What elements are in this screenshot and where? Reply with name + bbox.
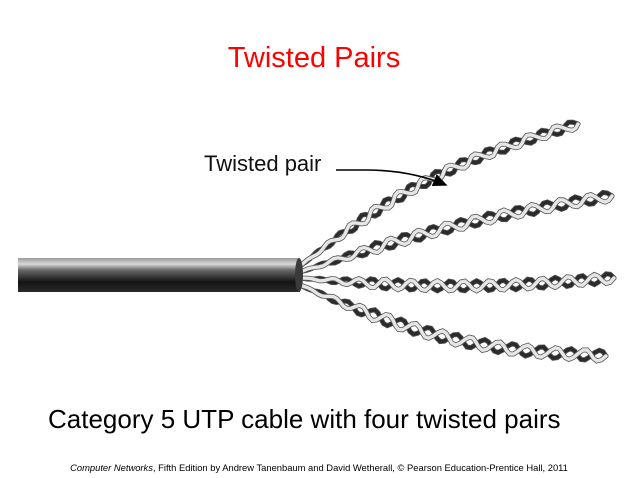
cable-jacket-end xyxy=(295,258,303,292)
pointer-arrow xyxy=(336,169,448,186)
wire-3-light xyxy=(298,272,616,293)
slide-title: Twisted Pairs xyxy=(227,42,401,74)
wire-1-light xyxy=(298,122,580,268)
cable-illustration xyxy=(18,119,617,364)
wire-outline-1-a xyxy=(297,119,581,269)
figure-caption: Category 5 UTP cable with four twisted p… xyxy=(48,404,561,434)
cable-jacket xyxy=(18,258,300,292)
wire-4-light xyxy=(298,283,608,363)
wire-1-dark xyxy=(298,120,580,268)
book-title: Computer Networks xyxy=(70,462,153,473)
twisted-pair-label: Twisted pair xyxy=(204,151,322,176)
wire-2-light xyxy=(298,192,614,274)
twisted-pairs-group xyxy=(297,119,617,364)
credit-text: , Fifth Edition by Andrew Tanenbaum and … xyxy=(152,462,568,473)
wire-outline-1-b xyxy=(297,121,581,269)
copyright-credit: Computer Networks, Fifth Edition by Andr… xyxy=(0,462,638,474)
